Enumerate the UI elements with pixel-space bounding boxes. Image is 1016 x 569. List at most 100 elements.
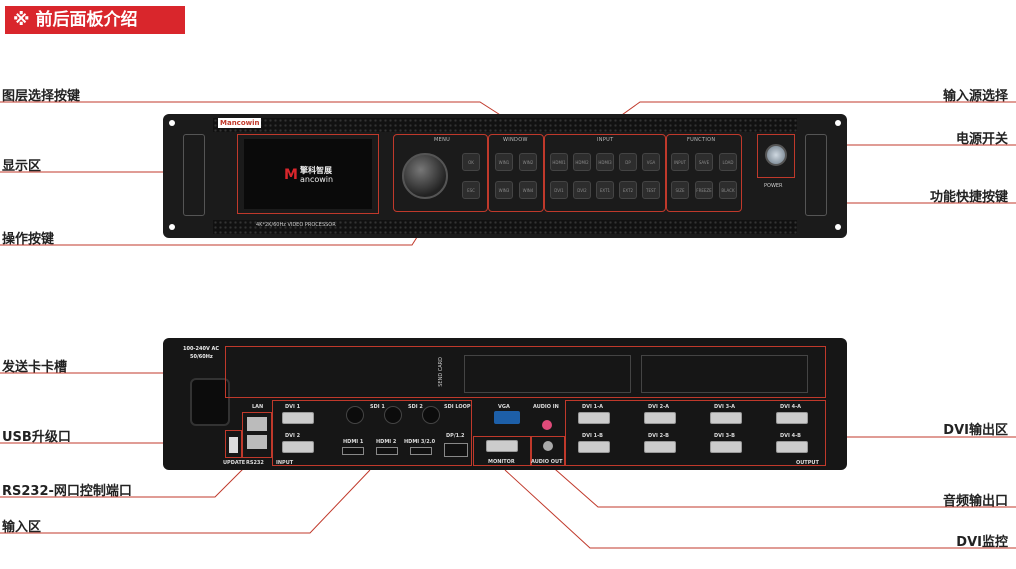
hdmi3-port[interactable] [410,447,432,455]
dvi3b-output-port[interactable] [710,441,742,453]
function-load-button[interactable]: LOAD [719,153,737,171]
input-hdmi3-button[interactable]: HDMI3 [596,153,614,171]
audio-in-label: AUDIO IN [533,404,559,410]
input-dp-button[interactable]: DP [619,153,637,171]
vga-label: VGA [498,404,510,410]
win1-button[interactable]: WIN1 [495,153,513,171]
dvi4b-output-port[interactable] [776,441,808,453]
dvi2-label: DVI 2 [285,433,301,439]
win3-button[interactable]: WIN3 [495,181,513,199]
window-group: WINDOW WIN1 WIN2 WIN3 WIN4 [488,134,544,212]
dvi2a-output-port[interactable] [644,412,676,424]
hdmi2-label: HDMI 2 [376,439,397,445]
model-label: 4K*2K/60Hz VIDEO PROCESSOR [256,222,336,228]
function-size-button[interactable]: SIZE [671,181,689,199]
dvi1-input-port[interactable] [282,412,314,424]
input-hdmi2-button[interactable]: HDMI2 [573,153,591,171]
monitor-dvi-port[interactable] [486,440,518,452]
function-group: FUNCTION INPUT SAVE LOAD SIZE FREEZE BLA… [666,134,742,212]
input-label: INPUT [276,460,294,466]
power-button[interactable] [765,144,787,166]
menu-title: MENU [434,137,451,143]
hdmi2-port[interactable] [376,447,398,455]
esc-button[interactable]: ESC [462,181,480,199]
sdi2-label: SDI 2 [408,404,423,410]
label-input-select: 输入源选择 [942,89,1008,104]
dvi2b-output-port[interactable] [644,441,676,453]
dvi3b-label: DVI 3-B [714,433,735,439]
display-highlight: M 擎科智展 ancowin [237,134,379,214]
label-rs232: RS232-网口控制端口 [2,484,132,499]
sdi2-port[interactable] [384,406,402,424]
input-title: INPUT [597,137,614,143]
window-title: WINDOW [503,137,528,143]
label-layer-select: 图层选择按键 [2,89,81,104]
dvi4b-label: DVI 4-B [780,433,801,439]
label-operation: 操作按键 [2,232,55,247]
dvi1-label: DVI 1 [285,404,301,410]
dvi1a-output-port[interactable] [578,412,610,424]
dvi1b-output-port[interactable] [578,441,610,453]
sdi1-label: SDI 1 [370,404,385,410]
send-card-slot-1[interactable] [464,355,631,393]
label-display: 显示区 [2,159,42,174]
label-power-switch: 电源开关 [955,132,1008,147]
input-ext2-button[interactable]: EXT2 [619,181,637,199]
vga-port[interactable] [494,411,520,424]
input-vga-button[interactable]: VGA [642,153,660,171]
input-group: INPUT HDMI1 HDMI2 HDMI3 DP VGA DVI1 DVI2… [544,134,666,212]
ac-inlet[interactable] [190,378,230,426]
dvi3a-output-port[interactable] [710,412,742,424]
label-send-card-slot: 发送卡卡槽 [2,360,68,375]
sdi-loop-port[interactable] [422,406,440,424]
win4-button[interactable]: WIN4 [519,181,537,199]
brand-logo: Mancowin [218,118,262,128]
function-freeze-button[interactable]: FREEZE [695,181,713,199]
power-freq: 50/60Hz [190,354,213,360]
sdi1-port[interactable] [346,406,364,424]
power-rating: 100-240V AC [183,346,220,352]
input-hdmi1-button[interactable]: HDMI1 [550,153,568,171]
function-title: FUNCTION [687,137,716,143]
dvi3a-label: DVI 3-A [714,404,736,410]
power-highlight [757,134,795,178]
dvi4a-label: DVI 4-A [780,404,802,410]
win2-button[interactable]: WIN2 [519,153,537,171]
input-area-highlight [272,400,472,466]
sdi-loop-label: SDI LOOP [444,404,471,410]
output-label: OUTPUT [796,460,819,466]
function-save-button[interactable]: SAVE [695,153,713,171]
rs232-port[interactable] [247,435,267,449]
label-audio-out: 音频输出口 [942,494,1008,509]
dvi-output-highlight [565,400,826,466]
update-label: UPDATE [223,460,246,466]
dvi1b-label: DVI 1-B [582,433,603,439]
dvi4a-output-port[interactable] [776,412,808,424]
input-dvi2-button[interactable]: DVI2 [573,181,591,199]
audio-out-highlight [531,436,565,466]
dvi1a-label: DVI 1-A [582,404,604,410]
audio-out-port[interactable] [543,441,553,451]
label-dvi-output: DVI输出区 [943,423,1008,438]
lcd-screen: M 擎科智展 ancowin [244,139,372,209]
dvi2-input-port[interactable] [282,441,314,453]
input-test-button[interactable]: TEST [642,181,660,199]
input-ext1-button[interactable]: EXT1 [596,181,614,199]
rs232-label: RS232 [246,460,264,466]
dp-port[interactable] [444,443,468,457]
audio-in-port[interactable] [542,420,552,430]
label-dvi-monitor: DVI监控 [956,535,1008,550]
input-dvi1-button[interactable]: DVI1 [550,181,568,199]
function-input-button[interactable]: INPUT [671,153,689,171]
screen-brand-cn: 擎科智展 [300,166,332,175]
send-card-slot-2[interactable] [641,355,808,393]
function-black-button[interactable]: BLACK [719,181,737,199]
usb-highlight [225,430,242,458]
hdmi1-port[interactable] [342,447,364,455]
ok-button[interactable]: OK [462,153,480,171]
label-input-area: 输入区 [2,520,42,535]
lan-port[interactable] [247,417,267,431]
menu-knob[interactable] [402,153,448,199]
usb-port[interactable] [229,437,238,453]
